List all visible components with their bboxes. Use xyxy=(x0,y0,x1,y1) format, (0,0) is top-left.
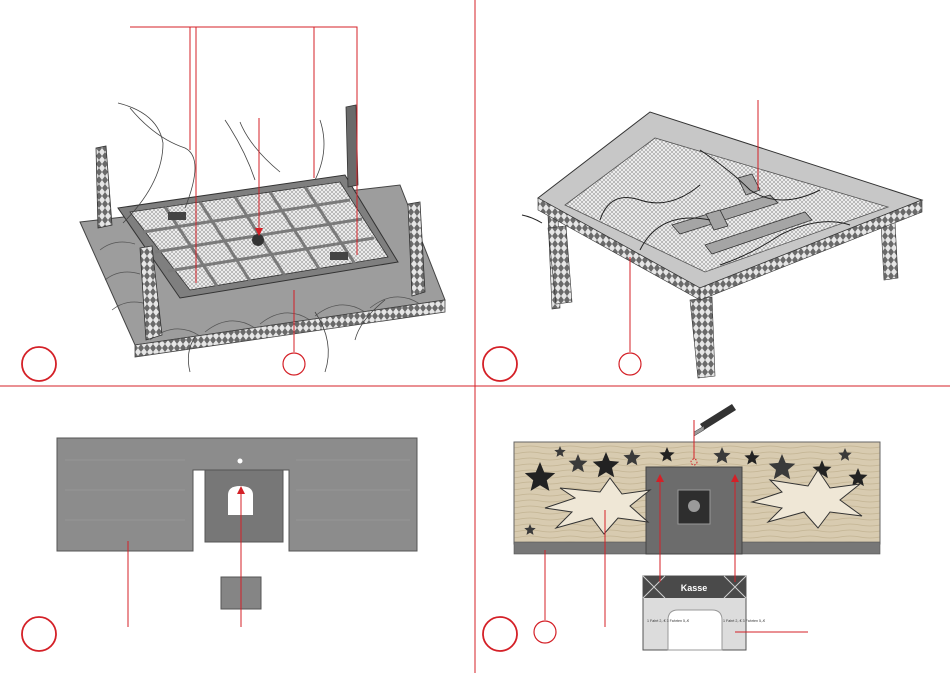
panel-1-illustration xyxy=(80,103,445,372)
panel-4-illustration xyxy=(514,404,880,650)
pylon-back-left xyxy=(96,146,112,228)
center-post xyxy=(252,234,264,246)
part-callout-circle-1 xyxy=(283,353,305,375)
ticket-price-right: 1 Fahrt 2,-€ 3 Fahrten 5,-€ xyxy=(723,619,765,623)
kiosk-sign-label: Kasse xyxy=(681,583,708,593)
pylon-back-right xyxy=(346,105,358,187)
step-number-circle-4 xyxy=(483,617,517,651)
part-callout-circle-4 xyxy=(534,621,556,643)
panel-3-illustration xyxy=(57,438,417,609)
lamp-socket-1 xyxy=(168,212,186,220)
lamp-socket-2 xyxy=(330,252,348,260)
step-number-circle-1 xyxy=(22,347,56,381)
step-number-circle-3 xyxy=(22,617,56,651)
step-number-circle-2 xyxy=(483,347,517,381)
kiosk-sign-window xyxy=(668,610,722,650)
ticket-price-left: 1 Fahrt 2,-€ 3 Fahrten 5,-€ xyxy=(647,619,689,623)
leg-front-right xyxy=(690,297,715,378)
panel-2-illustration xyxy=(522,112,922,378)
part-callout-circle-2 xyxy=(619,353,641,375)
mount-hole xyxy=(238,459,243,464)
craft-knife-icon xyxy=(694,404,736,436)
cashier-figure xyxy=(688,500,700,512)
